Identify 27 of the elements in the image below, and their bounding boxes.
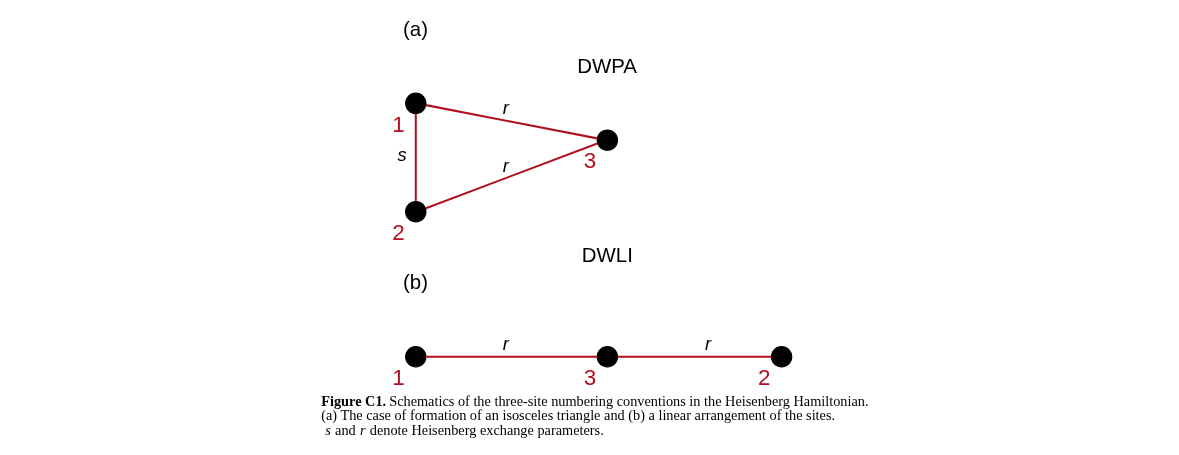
caption: Figure C1. Schematics of the three-site numbering conventions in the Heisenberg Hamiltonian. (a) The case of formation of an isosceles triangle and (b) a linear arrangement of the sites. s and r denote Heisenberg exchange parameters.: [320, 393, 869, 438]
edge-label: r: [704, 333, 711, 355]
node-label: 2: [757, 364, 771, 390]
node-label: 1: [391, 364, 405, 390]
node-label: 2: [391, 219, 405, 245]
node-circle: [404, 346, 426, 368]
label: (a): [402, 17, 428, 40]
label: (b): [402, 271, 428, 294]
node-circle: [596, 129, 618, 151]
connector: [617, 355, 771, 358]
edge-label: s: [396, 143, 407, 165]
connector: [425, 104, 597, 140]
node-label: 3: [583, 148, 596, 174]
label: DWPA: [576, 54, 637, 77]
edge-label: r: [502, 96, 509, 118]
node-circle: [770, 346, 792, 368]
node-label: 3: [583, 364, 596, 390]
label: DWLI: [581, 243, 633, 266]
node-label: 1: [391, 111, 405, 137]
edge-label: r: [502, 333, 509, 355]
connector: [414, 113, 417, 202]
node-circle: [596, 346, 618, 368]
node-circle: [404, 200, 426, 223]
edge-label: r: [502, 155, 509, 177]
node-circle: [404, 92, 426, 115]
connector: [425, 355, 597, 358]
connector: [425, 142, 598, 210]
